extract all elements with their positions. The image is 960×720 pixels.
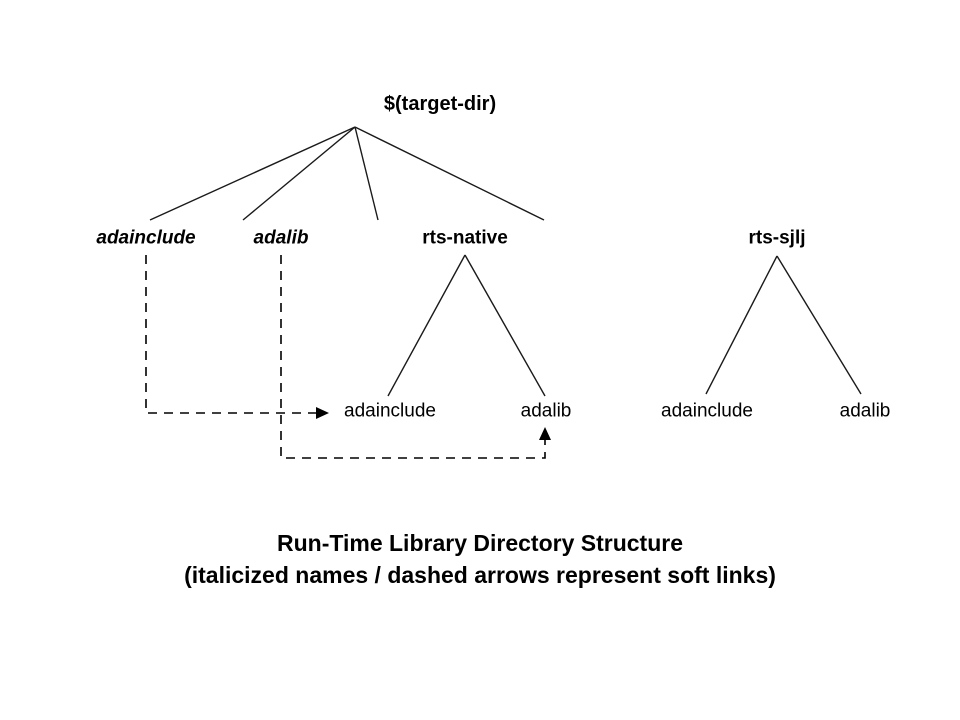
node-adainclude-top[interactable]: adainclude [96,227,196,249]
node-rts-sjlj-adalib[interactable]: adalib [839,400,891,422]
edge-root-to-rts-sjlj [354,126,545,221]
node-rts-sjlj[interactable]: rts-sjlj [748,227,806,249]
edge-root-to-adainclude [149,126,356,221]
caption-line-1: Run-Time Library Directory Structure [276,530,683,556]
edge-rts-native-to-adalib [464,254,546,397]
caption-line-2: (italicized names / dashed arrows repres… [184,561,776,588]
node-rts-native-adalib[interactable]: adalib [520,400,572,422]
node-adalib-top[interactable]: adalib [253,227,309,249]
soft-link-adainclude-arrowhead [316,407,329,419]
edge-root-to-rts-native [354,126,379,221]
edge-rts-native-to-adainclude [387,254,466,397]
node-rts-native-adainclude[interactable]: adainclude [344,400,436,422]
edge-rts-sjlj-to-adalib [776,255,862,395]
soft-link-adalib-path [280,255,546,459]
diagram-caption: Run-Time Library Directory Structure (it… [0,528,960,591]
node-target-dir[interactable]: $(target-dir) [383,93,497,115]
soft-link-adainclude-path [145,255,318,414]
edge-root-to-adalib [242,126,356,221]
node-rts-sjlj-adainclude[interactable]: adainclude [661,400,753,422]
node-rts-native[interactable]: rts-native [422,227,508,249]
soft-link-adalib-arrowhead [539,427,551,440]
edge-rts-sjlj-to-adainclude [705,255,778,395]
